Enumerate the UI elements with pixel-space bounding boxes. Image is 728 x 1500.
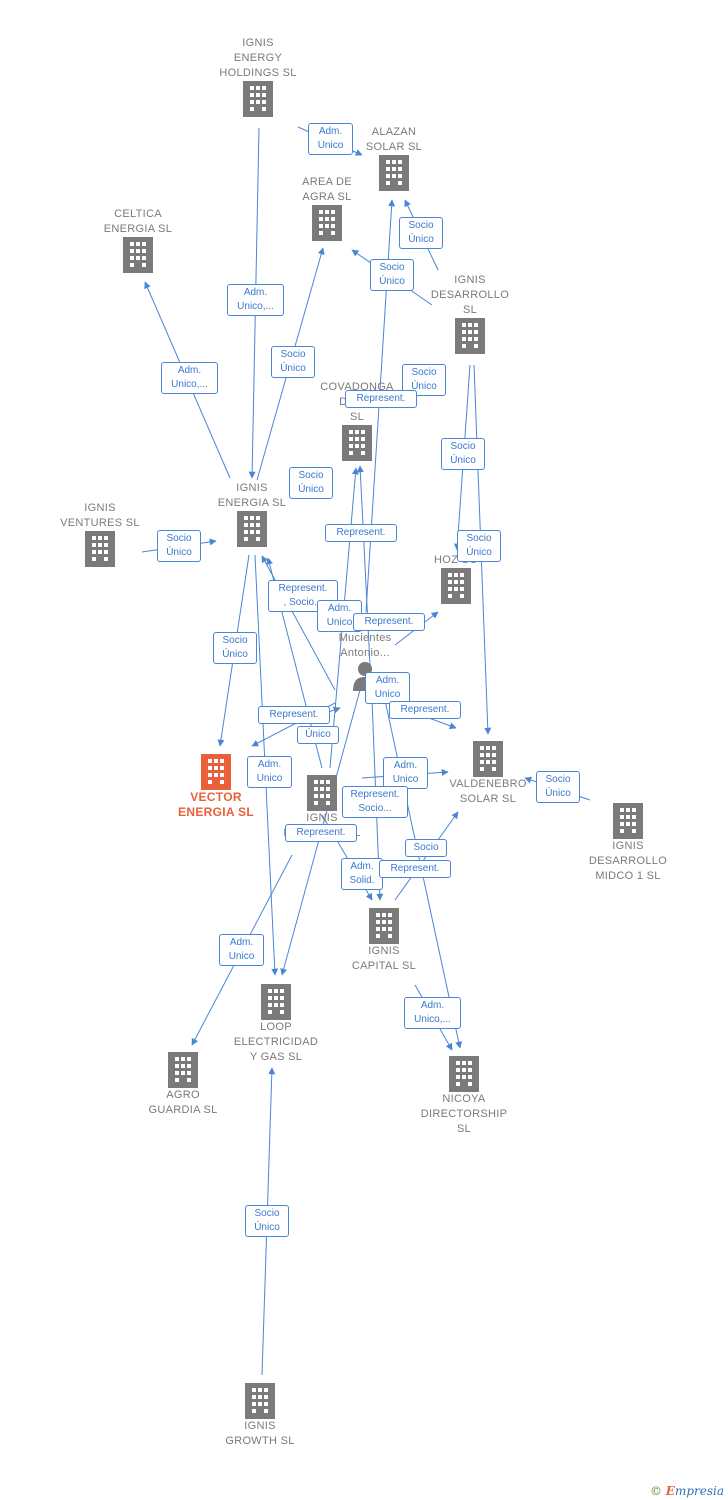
edge-label[interactable]: Adm. Unico bbox=[219, 934, 264, 966]
node-label: IGNIS DESARROLLO MIDCO 1 SL bbox=[588, 840, 668, 882]
building-icon bbox=[245, 1383, 275, 1419]
building-icon bbox=[369, 908, 399, 944]
building-icon bbox=[455, 318, 485, 354]
edge-label[interactable]: Socio Único bbox=[370, 259, 414, 291]
edge-label[interactable]: Adm. Unico bbox=[308, 123, 353, 155]
edge-label[interactable]: Adm. Unico bbox=[365, 672, 410, 704]
building-icon bbox=[123, 237, 153, 273]
edge-label[interactable]: Socio Único bbox=[289, 467, 333, 499]
node-ignis-energy-holdings[interactable]: IGNIS ENERGY HOLDINGS SL bbox=[188, 36, 328, 117]
edge bbox=[356, 465, 371, 666]
building-icon bbox=[201, 754, 231, 790]
node-ignis-energia[interactable]: IGNIS ENERGIA SL bbox=[182, 481, 322, 547]
node-label: HOZ SO bbox=[434, 554, 478, 566]
building-icon bbox=[243, 81, 273, 117]
node-ignis-desarrollo-midco[interactable]: IGNIS DESARROLLO MIDCO 1 SL bbox=[558, 803, 698, 884]
edge-label[interactable]: Adm. Solid. bbox=[341, 858, 383, 890]
node-label: VALDENEBRO SOLAR SL bbox=[449, 778, 527, 805]
building-icon bbox=[441, 568, 471, 604]
node-label: LOOP ELECTRICIDAD Y GAS SL bbox=[233, 1021, 319, 1063]
node-alazan-solar[interactable]: ALAZAN SOLAR SL bbox=[324, 125, 464, 191]
node-area-de-agra[interactable]: AREA DE AGRA SL bbox=[257, 175, 397, 241]
node-loop-electricidad[interactable]: LOOP ELECTRICIDAD Y GAS SL bbox=[206, 984, 346, 1065]
edge-label[interactable]: Represent. bbox=[325, 524, 397, 542]
building-icon bbox=[85, 531, 115, 567]
node-label: AGRO GUARDIA SL bbox=[148, 1089, 218, 1116]
building-icon bbox=[168, 1052, 198, 1088]
building-icon bbox=[312, 205, 342, 241]
building-icon bbox=[307, 775, 337, 811]
building-icon bbox=[613, 803, 643, 839]
edge-label[interactable]: Socio Único bbox=[157, 530, 201, 562]
edge-label[interactable]: Adm. Unico,... bbox=[227, 284, 284, 316]
edge-label[interactable]: Represent. bbox=[258, 706, 330, 724]
brand-initial: E bbox=[665, 1484, 675, 1498]
empresia-logo: © Empresia bbox=[650, 1484, 724, 1498]
node-label: IGNIS GROWTH SL bbox=[225, 1420, 295, 1447]
edge-label[interactable]: Adm. Unico bbox=[383, 757, 428, 789]
node-label: IGNIS ENERGY HOLDINGS SL bbox=[219, 37, 297, 79]
edge-label[interactable]: Único bbox=[297, 726, 339, 744]
edge-label[interactable]: Represent. bbox=[345, 390, 417, 408]
edge-label[interactable]: Represent. bbox=[353, 613, 425, 631]
edge-label[interactable]: Socio Único bbox=[271, 346, 315, 378]
building-icon bbox=[379, 155, 409, 191]
edge-label[interactable]: Represent. bbox=[379, 860, 451, 878]
edge-label[interactable]: Represent. bbox=[285, 824, 357, 842]
node-nicoya-directorship[interactable]: NICOYA DIRECTORSHIP SL bbox=[394, 1056, 534, 1137]
building-icon bbox=[473, 741, 503, 777]
edge-label[interactable]: Adm. Unico,... bbox=[404, 997, 461, 1029]
edge-label[interactable]: Represent. bbox=[389, 701, 461, 719]
edge-label[interactable]: Socio Único bbox=[536, 771, 580, 803]
edge bbox=[261, 555, 336, 691]
node-ignis-ventures[interactable]: IGNIS VENTURES SL bbox=[30, 501, 170, 567]
node-celtica-energia[interactable]: CELTICA ENERGIA SL bbox=[68, 207, 208, 273]
edge-label[interactable]: Socio Único bbox=[441, 438, 485, 470]
node-hoz-solar[interactable]: HOZ SO bbox=[386, 553, 526, 604]
edge-label[interactable]: Socio Único bbox=[245, 1205, 289, 1237]
edge-label[interactable]: Socio Único bbox=[457, 530, 501, 562]
copyright-icon: © bbox=[649, 1484, 662, 1498]
edge-label[interactable]: Socio Único bbox=[399, 217, 443, 249]
edge-label[interactable]: Represent. , Socio... bbox=[268, 580, 338, 612]
node-label: IGNIS VENTURES SL bbox=[60, 502, 140, 529]
node-label: CELTICA ENERGIA SL bbox=[103, 208, 173, 235]
brand-name: mpresia bbox=[674, 1484, 724, 1498]
building-icon bbox=[261, 984, 291, 1020]
edge-label[interactable]: Adm. Unico bbox=[247, 756, 292, 788]
node-ignis-growth[interactable]: IGNIS GROWTH SL bbox=[190, 1383, 330, 1449]
node-label: NICOYA DIRECTORSHIP SL bbox=[420, 1093, 508, 1135]
node-ignis-capital[interactable]: IGNIS CAPITAL SL bbox=[314, 908, 454, 974]
node-vector-energia[interactable]: VECTOR ENERGIA SL bbox=[146, 754, 286, 820]
node-label: ALAZAN SOLAR SL bbox=[365, 126, 423, 153]
node-label: IGNIS ENERGIA SL bbox=[217, 482, 287, 509]
building-icon bbox=[449, 1056, 479, 1092]
node-label: AREA DE AGRA SL bbox=[302, 176, 352, 203]
node-label: IGNIS DESARROLLO SL bbox=[430, 274, 510, 316]
building-icon bbox=[237, 511, 267, 547]
building-icon bbox=[342, 425, 372, 461]
edge-label[interactable]: Socio Único bbox=[213, 632, 257, 664]
node-agro-guardia[interactable]: AGRO GUARDIA SL bbox=[113, 1052, 253, 1118]
edge-label[interactable]: Socio bbox=[405, 839, 447, 857]
edge-label[interactable]: Represent. Socio... bbox=[342, 786, 408, 818]
node-ignis-desarrollo[interactable]: IGNIS DESARROLLO SL bbox=[400, 273, 540, 354]
node-label: IGNIS CAPITAL SL bbox=[351, 945, 417, 972]
node-valdenebro-solar[interactable]: VALDENEBRO SOLAR SL bbox=[418, 741, 558, 807]
node-label: VECTOR ENERGIA SL bbox=[178, 790, 254, 819]
edge-label[interactable]: Adm. Unico,... bbox=[161, 362, 218, 394]
